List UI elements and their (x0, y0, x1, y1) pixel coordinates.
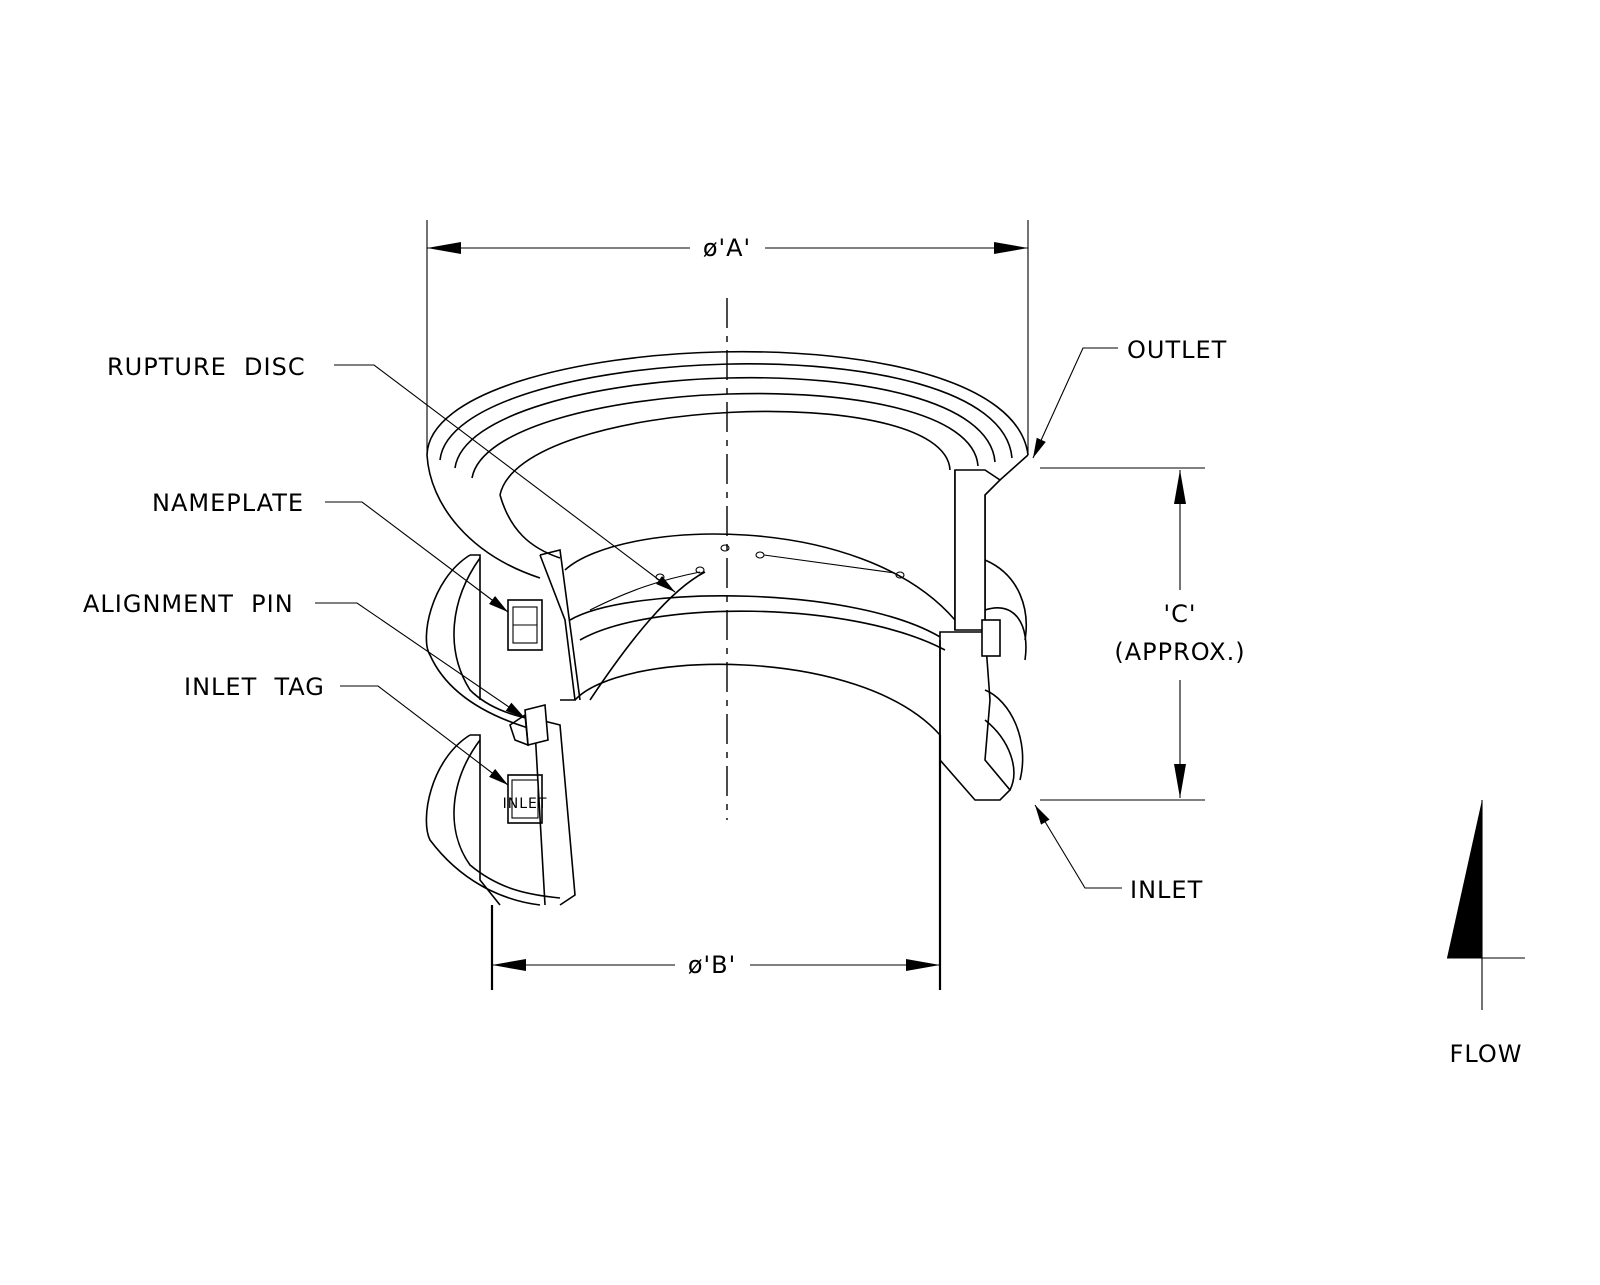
inlet-tag: INLET (503, 774, 548, 824)
flow-arrow-icon (1447, 800, 1482, 958)
callout-inlet-tag-label: INLET TAG (184, 673, 325, 701)
callout-rupture-disc-label: RUPTURE DISC (107, 353, 306, 381)
section-cut-right (939, 469, 1027, 801)
dimension-a-label: ø'A' (703, 234, 751, 262)
flow-indicator: FLOW (1447, 800, 1525, 1068)
callout-outlet-label: OUTLET (1127, 336, 1227, 364)
dimension-c: 'C' (APPROX.) (1040, 467, 1245, 801)
dimension-c-label: 'C' (1164, 600, 1197, 628)
dimension-b: ø'B' (492, 951, 940, 979)
alignment-pin (524, 703, 549, 747)
callout-alignment-pin-label: ALIGNMENT PIN (83, 590, 294, 618)
callout-inlet-label: INLET (1130, 876, 1203, 904)
flow-label: FLOW (1450, 1040, 1523, 1068)
dimension-a: ø'A' (426, 220, 1029, 455)
callout-inlet-tag: INLET TAG (184, 673, 509, 786)
nameplate (507, 599, 543, 651)
alignment-pin-section (981, 619, 1001, 657)
callout-outlet: OUTLET (1032, 336, 1227, 459)
inlet-tag-text: INLET (503, 796, 548, 812)
callout-inlet: INLET (1034, 804, 1203, 904)
callout-alignment-pin: ALIGNMENT PIN (83, 590, 526, 719)
callout-rupture-disc: RUPTURE DISC (107, 353, 676, 593)
dimension-b-label: ø'B' (688, 951, 736, 979)
rupture-disc-band (574, 544, 946, 736)
dimension-c-note: (APPROX.) (1114, 638, 1245, 666)
inlet-holder: INLET (425, 554, 942, 990)
callout-nameplate: NAMEPLATE (152, 489, 509, 613)
callout-nameplate-label: NAMEPLATE (152, 489, 304, 517)
